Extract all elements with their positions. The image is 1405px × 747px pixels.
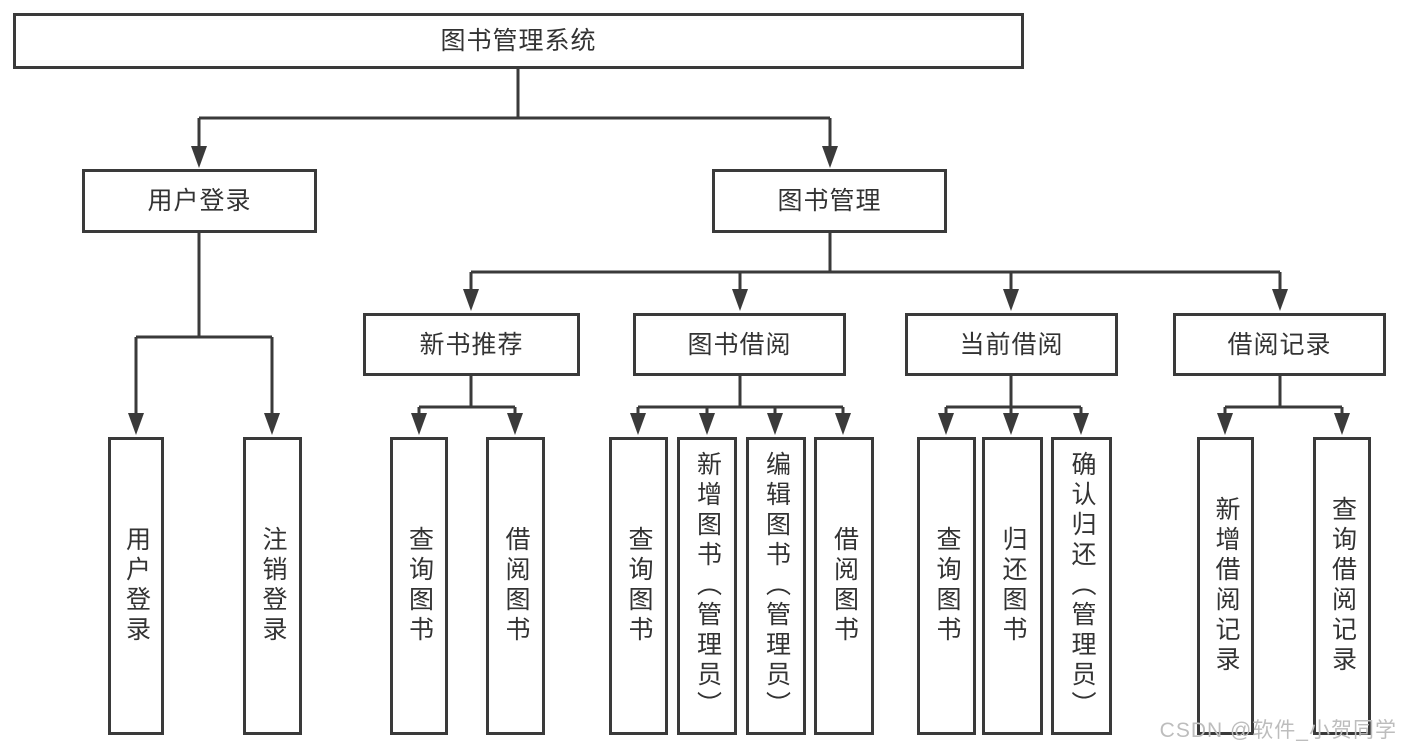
node-leaf-cb-query-books: 查询图书 <box>917 437 976 735</box>
node-book-management: 图书管理 <box>712 169 947 233</box>
node-leaf-bb-add-books-admin: 新增图书（管理员） <box>677 437 737 735</box>
node-leaf-cb-confirm-return-admin: 确认归还（管理员） <box>1051 437 1112 735</box>
node-borrow-records: 借阅记录 <box>1173 313 1386 376</box>
connector-borrow-records-branch <box>1217 376 1350 435</box>
connector-book-mgmt-to-level3 <box>463 233 1288 311</box>
node-leaf-bb-query-books: 查询图书 <box>609 437 668 735</box>
node-leaf-bb-edit-books-admin: 编辑图书（管理员） <box>746 437 806 735</box>
node-current-borrow: 当前借阅 <box>905 313 1118 376</box>
node-leaf-nb-query-books: 查询图书 <box>390 437 448 735</box>
node-leaf-nb-borrow-books: 借阅图书 <box>486 437 545 735</box>
node-leaf-cb-return-books: 归还图书 <box>982 437 1043 735</box>
node-user-login: 用户登录 <box>82 169 317 233</box>
node-leaf-br-query-record: 查询借阅记录 <box>1313 437 1371 735</box>
node-leaf-user-login: 用户登录 <box>108 437 164 735</box>
connector-book-borrow-branch <box>630 376 851 435</box>
node-leaf-br-add-record: 新增借阅记录 <box>1197 437 1254 735</box>
node-leaf-logout: 注销登录 <box>243 437 302 735</box>
connector-root-to-level2 <box>191 69 838 168</box>
node-new-book-recommend: 新书推荐 <box>363 313 580 376</box>
node-book-borrow: 图书借阅 <box>633 313 846 376</box>
csdn-watermark: CSDN @软件_小贺同学 <box>1159 719 1397 742</box>
connector-new-book-rec-branch <box>411 376 523 435</box>
node-root-system: 图书管理系统 <box>13 13 1024 69</box>
connector-current-borrow-branch <box>938 376 1089 435</box>
node-leaf-bb-borrow-books: 借阅图书 <box>814 437 874 735</box>
connector-user-login-branch <box>128 233 280 435</box>
